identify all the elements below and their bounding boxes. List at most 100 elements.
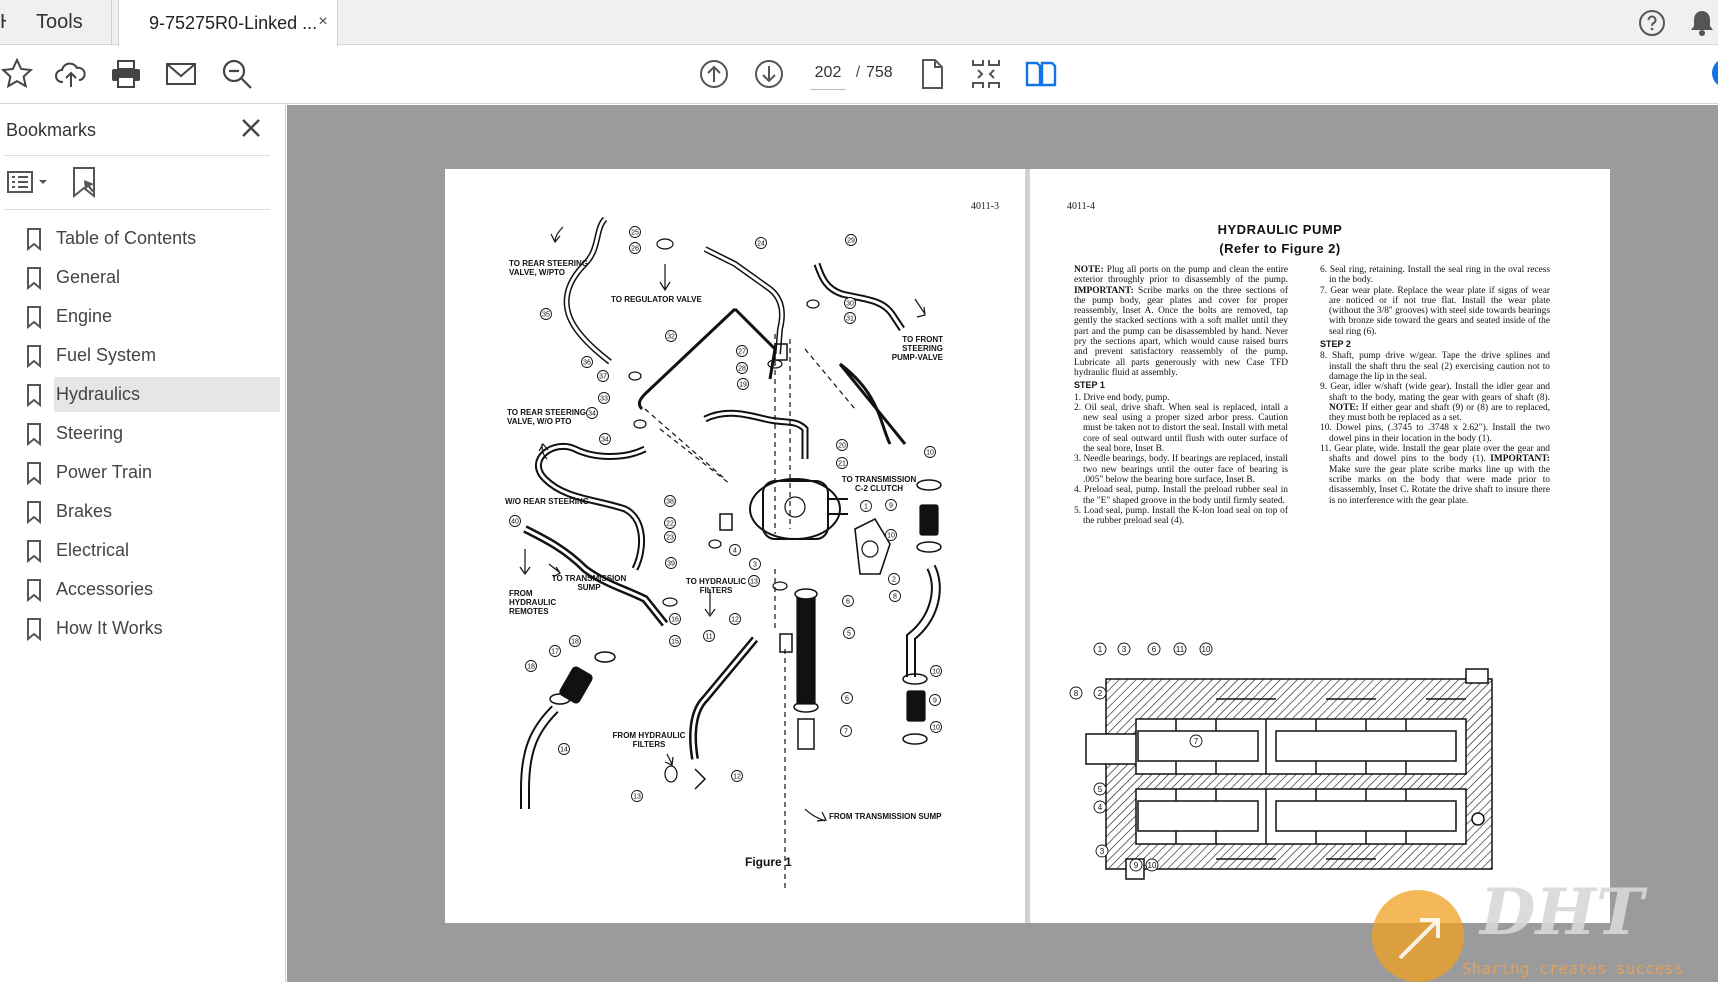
svg-text:6: 6 bbox=[1152, 645, 1157, 654]
bookmark-item[interactable]: Power Train bbox=[0, 453, 286, 492]
label-hydraulic-filters: TO HYDRAULIC FILTERS bbox=[685, 577, 747, 595]
svg-text:2: 2 bbox=[1098, 689, 1103, 698]
print-icon[interactable] bbox=[109, 57, 143, 91]
bookmark-item[interactable]: Electrical bbox=[0, 531, 286, 570]
svg-text:20: 20 bbox=[838, 443, 846, 450]
star-bookmark-icon[interactable] bbox=[0, 57, 34, 91]
bookmark-ribbon-icon bbox=[27, 579, 41, 602]
instruction-item: 10. Dowel pins, (.3745 to .3748 x 2.62")… bbox=[1320, 423, 1550, 444]
svg-text:3: 3 bbox=[1122, 645, 1127, 654]
page-number: 4011-4 bbox=[1067, 201, 1095, 212]
svg-text:11: 11 bbox=[1176, 645, 1185, 654]
svg-text:37: 37 bbox=[599, 374, 607, 381]
svg-text:12: 12 bbox=[731, 617, 739, 624]
pdf-page-right: 4011-4 HYDRAULIC PUMP (Refer to Figure 2… bbox=[1030, 169, 1610, 923]
svg-text:12: 12 bbox=[733, 774, 741, 781]
svg-text:9: 9 bbox=[889, 503, 893, 510]
pdf-page-left: 4011-3 bbox=[445, 169, 1025, 923]
bookmark-item[interactable]: Table of Contents bbox=[0, 219, 286, 258]
next-page-icon[interactable] bbox=[752, 57, 786, 91]
bookmark-ribbon-icon bbox=[27, 384, 41, 407]
label-wo-rear-steering: W/O REAR STEERING bbox=[505, 497, 590, 506]
svg-text:16: 16 bbox=[671, 617, 679, 624]
svg-text:38: 38 bbox=[666, 499, 674, 506]
cloud-upload-icon[interactable] bbox=[54, 57, 88, 91]
tab-document[interactable]: 9-75275R0-Linked ... bbox=[118, 0, 338, 46]
bookmark-item[interactable]: Engine bbox=[0, 297, 286, 336]
bookmark-label: Steering bbox=[56, 423, 124, 443]
instruction-item: 1. Drive end body, pump. bbox=[1074, 392, 1170, 403]
svg-text:17: 17 bbox=[551, 649, 559, 656]
svg-text:9: 9 bbox=[933, 698, 937, 705]
fit-page-icon[interactable] bbox=[969, 57, 1003, 91]
main-toolbar: 202 / 758 bbox=[0, 46, 1718, 104]
svg-text:32: 32 bbox=[667, 334, 675, 341]
previous-page-icon[interactable] bbox=[697, 57, 731, 91]
close-panel-icon[interactable] bbox=[238, 115, 264, 141]
bookmark-ribbon-icon bbox=[27, 540, 41, 563]
svg-text:35: 35 bbox=[542, 312, 550, 319]
bookmark-item[interactable]: Hydraulics bbox=[0, 375, 286, 414]
two-page-view-icon[interactable] bbox=[1024, 57, 1058, 91]
bookmark-options-icon[interactable] bbox=[6, 167, 50, 197]
svg-text:24: 24 bbox=[757, 241, 765, 248]
bookmark-item[interactable]: Brakes bbox=[0, 492, 286, 531]
pump-cross-section-diagram: 1 3 6 11 10 8 2 7 5 4 3 9 10 bbox=[1069, 642, 1493, 880]
hydraulic-system-diagram: 25 26 24 29 30 31 35 32 27 28 36 37 19 3… bbox=[509, 216, 942, 889]
svg-text:18: 18 bbox=[527, 664, 535, 671]
instruction-item: 11. Gear plate, wide. Install the gear p… bbox=[1320, 444, 1550, 506]
svg-text:6: 6 bbox=[845, 696, 849, 703]
svg-text:10: 10 bbox=[1148, 861, 1157, 870]
label-rear-steering-wo-pto: TO REAR STEERING VALVE, W/O PTO bbox=[507, 408, 586, 426]
bookmark-label: How It Works bbox=[56, 618, 163, 638]
instruction-item: 2. Oil seal, drive shaft. When seal is r… bbox=[1074, 402, 1288, 455]
bookmark-item[interactable]: Fuel System bbox=[0, 336, 286, 375]
bookmark-ribbon-icon bbox=[27, 462, 41, 485]
section-title: HYDRAULIC PUMP bbox=[1217, 222, 1343, 237]
help-icon[interactable] bbox=[1638, 9, 1666, 37]
svg-text:10: 10 bbox=[1202, 645, 1211, 654]
bookmark-item[interactable]: Accessories bbox=[0, 570, 286, 609]
tab-tools[interactable]: Tools bbox=[14, 0, 112, 45]
svg-text:23: 23 bbox=[666, 535, 674, 542]
document-viewport[interactable]: 4011-3 bbox=[287, 105, 1718, 982]
label-from-hydraulic-remotes: FROM HYDRAULIC REMOTES bbox=[509, 589, 557, 616]
svg-text:33: 33 bbox=[600, 396, 608, 403]
email-icon[interactable] bbox=[164, 57, 198, 91]
svg-text:5: 5 bbox=[1098, 785, 1103, 794]
svg-text:7: 7 bbox=[844, 729, 848, 736]
instruction-item: 7. Gear wear plate. Replace the wear pla… bbox=[1320, 285, 1550, 337]
bookmark-item[interactable]: Steering bbox=[0, 414, 286, 453]
svg-text:7: 7 bbox=[1194, 737, 1199, 746]
bookmark-item[interactable]: General bbox=[0, 258, 286, 297]
label-rear-steering-pto: TO REAR STEERING VALVE, W/PTO bbox=[509, 259, 588, 277]
page-number-input[interactable]: 202 bbox=[810, 56, 846, 90]
bookmark-item[interactable]: How It Works bbox=[0, 609, 286, 648]
svg-text:36: 36 bbox=[583, 360, 591, 367]
watermark-brand: DHT bbox=[1480, 875, 1644, 950]
bookmark-label: Hydraulics bbox=[56, 384, 141, 404]
page-number: 4011-3 bbox=[971, 201, 999, 212]
page-gutter bbox=[1025, 169, 1030, 923]
account-avatar[interactable] bbox=[1712, 58, 1718, 88]
svg-text:34: 34 bbox=[601, 437, 609, 444]
svg-text:31: 31 bbox=[846, 316, 854, 323]
page-separator: / bbox=[855, 64, 861, 81]
search-zoom-icon[interactable] bbox=[220, 57, 254, 91]
bookmark-ribbon-icon bbox=[27, 423, 41, 446]
panel-divider bbox=[4, 209, 270, 210]
notification-bell-icon[interactable] bbox=[1688, 8, 1716, 38]
tab-document-label: 9-75275R0-Linked ... bbox=[149, 13, 318, 33]
tab-bar: Home Tools 9-75275R0-Linked ... × bbox=[0, 0, 1718, 46]
add-bookmark-icon[interactable] bbox=[70, 165, 100, 199]
label-regulator-valve: TO REGULATOR VALVE bbox=[611, 295, 702, 304]
bookmark-selection-highlight bbox=[54, 377, 280, 412]
single-page-view-icon[interactable] bbox=[915, 57, 949, 91]
tab-home[interactable]: Home bbox=[0, 0, 6, 45]
bookmark-ribbon-icon bbox=[27, 501, 41, 524]
instruction-item: 8. Shaft, pump drive w/gear. Tape the dr… bbox=[1320, 351, 1550, 382]
step-heading: STEP 1 bbox=[1074, 380, 1105, 391]
watermark-logo bbox=[1372, 890, 1464, 982]
tab-close-button[interactable]: × bbox=[318, 13, 328, 30]
bookmarks-panel-title: Bookmarks bbox=[6, 120, 97, 140]
